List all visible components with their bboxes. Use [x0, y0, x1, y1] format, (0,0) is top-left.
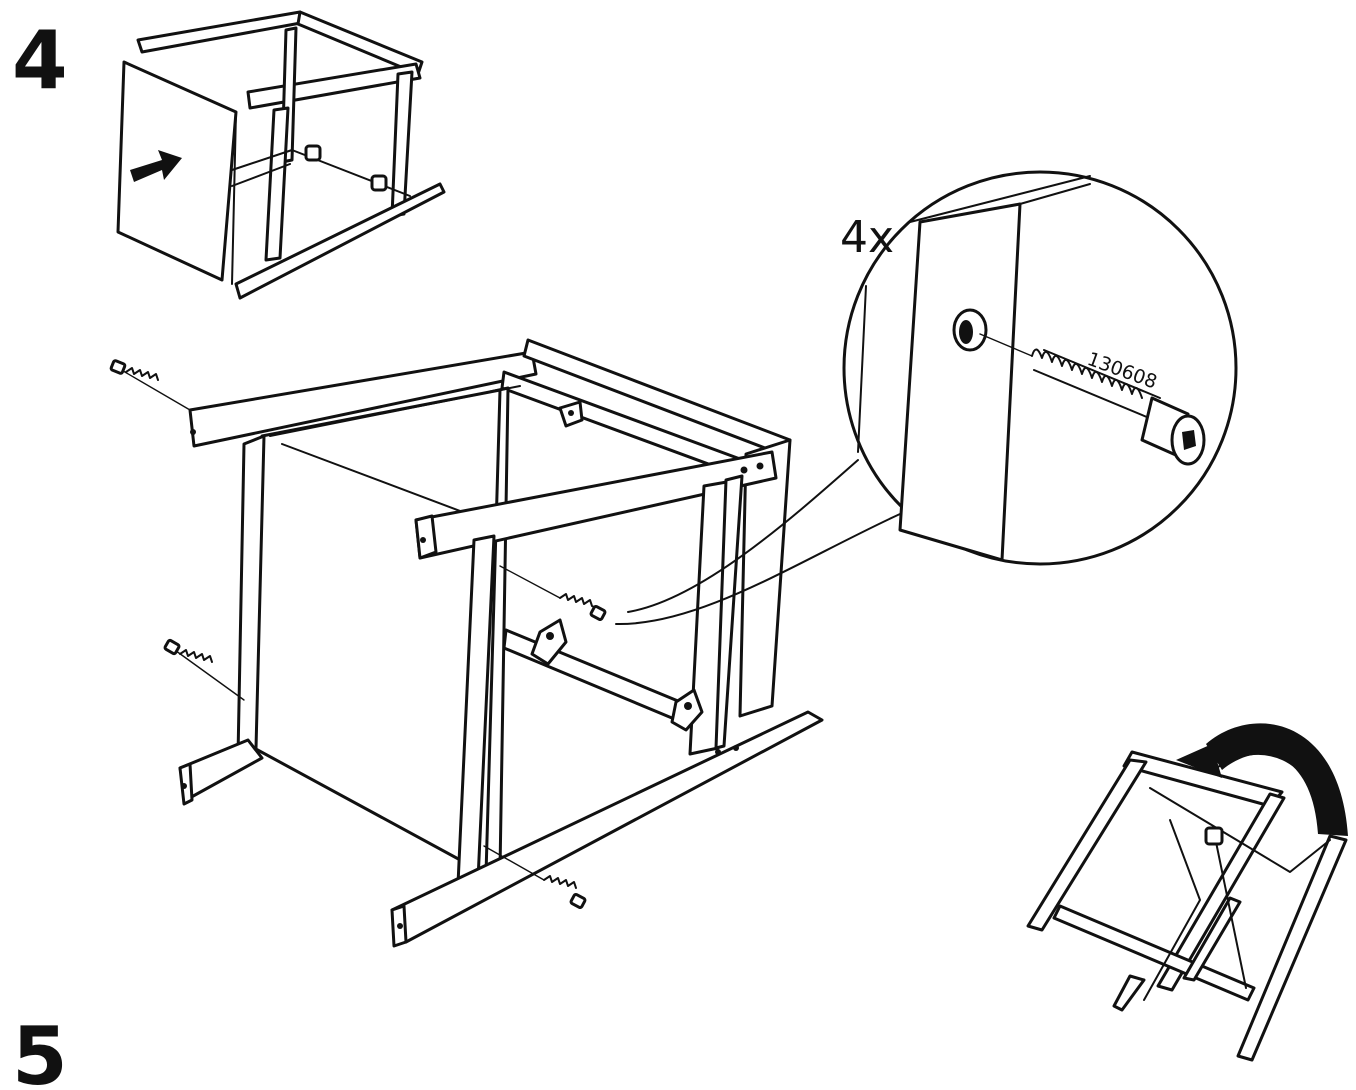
screw-icon [483, 845, 587, 910]
detail-callout [615, 170, 1238, 626]
bracket-icon [530, 618, 568, 666]
screw-icon [499, 565, 607, 622]
bracket-icon [370, 174, 388, 192]
screw-icon [163, 638, 245, 701]
main-frame [109, 338, 824, 948]
arrow-right-icon [130, 150, 182, 182]
flip-leg-right [1236, 834, 1348, 1062]
thumb-foot [234, 182, 446, 300]
thumbnail-insert-panel [116, 10, 446, 300]
step-number-current: 4 [12, 14, 68, 107]
thumb-side-panel [116, 60, 238, 282]
rotate-arrow-icon [1176, 723, 1348, 836]
step-number-next: 5 [12, 1010, 68, 1090]
bracket-icon [304, 144, 322, 162]
thumb-front-leg [264, 106, 290, 262]
screw-icon [1031, 348, 1206, 466]
thumb-front-rail [246, 62, 422, 110]
bracket-icon [558, 400, 584, 428]
thumbnail-flip-frame [1026, 723, 1348, 1062]
bracket-icon [670, 688, 704, 732]
screw-icon [109, 359, 191, 411]
quantity-label: 4x [840, 212, 894, 263]
detail-board [898, 202, 1022, 562]
thumb-right-leg [390, 70, 414, 218]
flip-leg-front [1156, 792, 1286, 992]
flip-bottom-rail [1052, 904, 1256, 1002]
flip-leg-left [1026, 758, 1148, 932]
bracket-icon [1204, 826, 1224, 846]
far-side-panel [738, 438, 792, 718]
thumb-back-rail [136, 10, 308, 54]
